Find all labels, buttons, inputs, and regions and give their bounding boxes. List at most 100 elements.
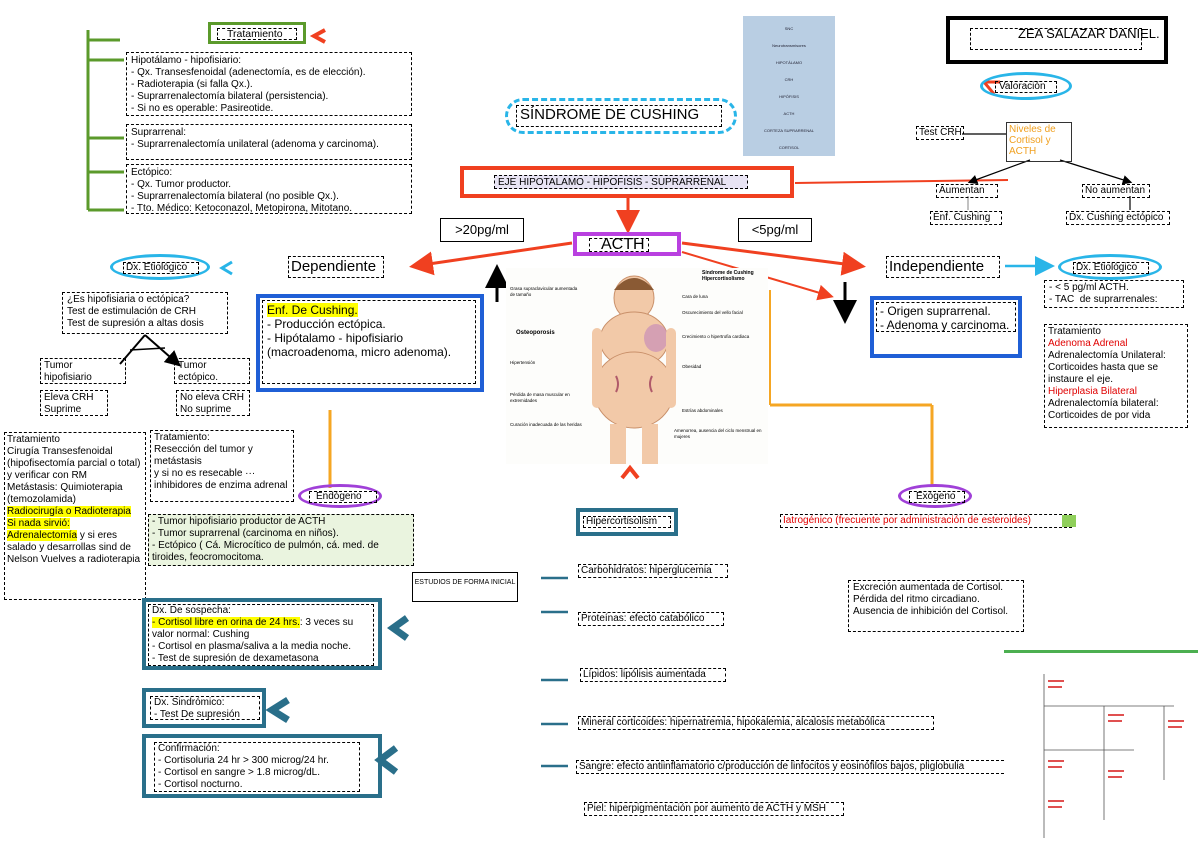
pathway-schematic bbox=[1043, 674, 1184, 838]
confirmacion-box: Confirmación: - Cortisoluria 24 hr > 300… bbox=[142, 734, 382, 798]
aumentan-label: Aumentan bbox=[936, 184, 998, 198]
tx-left-hl: Adrenalectomía bbox=[7, 530, 78, 541]
axis-fig-label: HIPÓFISIS bbox=[779, 94, 799, 99]
title-cloud: SÍNDROME DE CUSHING bbox=[505, 98, 737, 134]
indep-tx-line: Adrenalectomía bilateral: bbox=[1048, 398, 1159, 409]
enf-cushing-box: Enf. De Cushing. - Producción ectópica. … bbox=[256, 294, 484, 392]
fig-left-5: Curación inadecuada de las heridas bbox=[510, 422, 582, 427]
author-name: ZEA SALAZAR DANIEL. bbox=[1018, 26, 1160, 41]
tx-item: - Tto. Médico: Ketoconazol, Metopirona, … bbox=[131, 203, 353, 214]
origen-line: - Origen suprarrenal. bbox=[880, 304, 991, 318]
indep-tx-box: Tratamiento Adenoma Adrenal Adrenalectom… bbox=[1044, 324, 1188, 428]
tx-mid-line: Resección del tumor y metástasis bbox=[154, 444, 253, 467]
dx-sindromico-line: - Test De supresión bbox=[154, 709, 240, 720]
dx-sospecha-line: - Test de supresión de dexametasona bbox=[152, 653, 319, 664]
effect-piel: Piel: hiperpigmentación por aumento de A… bbox=[584, 802, 844, 816]
endo-list-box: - Tumor hipofisiario productor de ACTH -… bbox=[148, 514, 414, 566]
author-box: ZEA SALAZAR DANIEL. bbox=[946, 16, 1168, 64]
tumor-ectopico: Tumor ectópico. bbox=[174, 358, 250, 384]
axis-label: EJE HIPOTALAMO - HIPOFISIS - SUPRARRENAL bbox=[498, 177, 727, 188]
tx-ectopico-box: Ectópico: - Qx. Tumor productor. - Supra… bbox=[126, 164, 412, 214]
tx-left-line: Cirugía Transesfenoidal (hipofisectomía … bbox=[7, 446, 141, 481]
tx-heading: Ectópico: bbox=[131, 167, 173, 178]
effect-lipidos: Lípidos: lipólisis aumentada bbox=[580, 668, 726, 682]
exogeno-cloud: Exógeno bbox=[898, 484, 972, 508]
fig-right-4: Obesidad bbox=[682, 364, 702, 369]
lt5-label: <5pg/ml bbox=[738, 218, 812, 242]
fig-right-2: Oscurecimiento del vello facial bbox=[682, 310, 743, 315]
q-line: Test de supresión a altas dosis bbox=[67, 318, 204, 329]
indep-tx-line: Corticoides hasta que se instaure el eje… bbox=[1048, 362, 1159, 385]
tumor-hipofisiario: Tumor hipofisiario bbox=[40, 358, 126, 384]
tratamiento-label-box: Tratamiento bbox=[208, 22, 306, 44]
estudios-label: ESTUDIOS DE FORMA INICIAL bbox=[412, 572, 518, 602]
fig-left-4: Pérdida de masa muscular en extremidades bbox=[510, 392, 570, 403]
axis-fig-label: SNC bbox=[784, 26, 794, 31]
tx-item: - Qx. Tumor productor. bbox=[131, 179, 232, 190]
fig-left-2: Osteoporosis bbox=[516, 330, 555, 336]
confirmacion-heading: Confirmación: bbox=[158, 743, 220, 754]
dx-etiologico-left: Dx. Etiológico bbox=[110, 254, 210, 280]
effect-sangre: Sangre: efecto antiinflamatorio c/produc… bbox=[576, 760, 1034, 774]
excrecion-line: Excreción aumentada de Cortisol. bbox=[853, 582, 1004, 593]
dx-etiologico-label: Dx. Etiológico bbox=[1073, 262, 1149, 274]
green-mark bbox=[1062, 515, 1076, 527]
confirmacion-line: - Cortisol en sangre > 1.8 microg/dL. bbox=[158, 767, 321, 778]
dx-etiologico-right: Dx. Etiológico bbox=[1058, 254, 1162, 280]
page-title: SÍNDROME DE CUSHING bbox=[520, 106, 700, 123]
fig-right-5: Estrías abdominales bbox=[682, 408, 723, 413]
origen-line: - Adenoma y carcinoma. bbox=[880, 318, 1010, 332]
tx-item: - Suprarrenalectomía unilateral (adenoma… bbox=[131, 139, 379, 150]
fig-left-1: Grasa supraclavicular aumentada de tamañ… bbox=[510, 286, 578, 297]
tx-mid-box: Tratamiento: Resección del tumor y metás… bbox=[150, 430, 294, 502]
effect-proteinas: Proteínas: efecto catabólico bbox=[578, 612, 724, 626]
endo-line: - Ectópico ( Cá. Microcítico de pulmón, … bbox=[152, 540, 379, 563]
effect-carbohidratos: Carbohidratos: hiperglucemia bbox=[578, 564, 728, 578]
dx-etiologico-label: Dx. Etiológico bbox=[123, 262, 199, 274]
axis-box: EJE HIPOTALAMO - HIPOFISIS - SUPRARRENAL bbox=[460, 166, 794, 198]
axis-fig-label: ACTH bbox=[783, 111, 795, 116]
effect-mineral: Mineral corticoides: hipernatremia, hipo… bbox=[578, 716, 934, 730]
axis-figure-labels: SNC Neurotransmisores HIPOTÁLAMO CRH HIP… bbox=[747, 20, 831, 156]
indep-tx-line: Corticoides de por vida bbox=[1048, 410, 1151, 421]
excrecion-box: Excreción aumentada de Cortisol. Pérdida… bbox=[848, 580, 1024, 632]
valoracion-label: Valoración bbox=[995, 81, 1057, 93]
fig-right-1: Cara de luna bbox=[682, 294, 708, 299]
axis-figure: SNC Neurotransmisores HIPOTÁLAMO CRH HIP… bbox=[743, 16, 835, 156]
dx-cushing-ectopico: Dx. Cushing ectópico bbox=[1066, 211, 1170, 225]
dx-sindromico-box: Dx. Sindrómico: - Test De supresión bbox=[142, 688, 266, 728]
tx-left-heading: Tratamiento bbox=[7, 434, 60, 445]
tx-item: - Suprarrenalectomía bilateral (no posib… bbox=[131, 191, 339, 202]
tx-hipotalamo-box: Hipotálamo - hipofisiario: - Qx. Transes… bbox=[126, 52, 412, 116]
tx-left-hl: Radiocirugía o Radioterapia bbox=[7, 506, 131, 517]
dx-sospecha-hl: - Cortisol libre en orina de 24 hrs. bbox=[152, 617, 300, 628]
fig-left-3: Hipertensión bbox=[510, 360, 536, 365]
excrecion-line: Ausencia de inhibición del Cortisol. bbox=[853, 606, 1009, 617]
tx-item: - Qx. Transesfenoidal (adenectomía, es d… bbox=[131, 67, 366, 78]
endo-line: - Tumor suprarrenal (carcinoma en niños)… bbox=[152, 528, 339, 539]
enf-line: - Hipótalamo - hipofisiario (macroadenom… bbox=[267, 331, 452, 359]
no-eleva-crh: No eleva CRH No suprime bbox=[176, 390, 250, 416]
dx-sospecha-line: - Cortisol en plasma/saliva a la media n… bbox=[152, 641, 351, 652]
indep-line: - TAC de suprarrenales: bbox=[1049, 294, 1158, 305]
tx-heading: Hipotálamo - hipofisiario: bbox=[131, 55, 242, 66]
tx-left-tail: y si eres salado y desarrollas sind de N… bbox=[7, 530, 141, 565]
axis-fig-label: CORTISOL bbox=[778, 145, 800, 150]
indep-tx-line: Adrenalectomía Unilateral: bbox=[1048, 350, 1166, 361]
tx-suprarrenal-box: Suprarrenal: - Suprarrenalectomía unilat… bbox=[126, 124, 412, 160]
origen-box: - Origen suprarrenal. - Adenoma y carcin… bbox=[870, 296, 1022, 358]
indep-info-box: - < 5 pg/ml ACTH. - TAC de suprarrenales… bbox=[1044, 280, 1184, 308]
acth-label: ACTH bbox=[601, 236, 645, 253]
q-hipofisiaria-box: ¿Es hipofisiaria o ectópica? Test de est… bbox=[62, 292, 228, 334]
exogeno-label: Exógeno bbox=[909, 491, 965, 503]
body-illustration bbox=[592, 275, 676, 464]
hipercortisolismo-box: Hipercortisolism bbox=[576, 508, 678, 536]
independiente-label: Independiente bbox=[886, 256, 1000, 278]
q-line: ¿Es hipofisiaria o ectópica? bbox=[67, 294, 190, 305]
acth-box: ACTH bbox=[573, 232, 681, 256]
dx-sospecha-tail: : 3 veces su valor normal: Cushing bbox=[152, 617, 354, 640]
niveles-label: Niveles de Cortisol y ACTH bbox=[1006, 122, 1072, 162]
axis-fig-label: CORTEZA SUPRARRENAL bbox=[764, 128, 814, 133]
enf-title: Enf. De Cushing. bbox=[267, 303, 358, 317]
